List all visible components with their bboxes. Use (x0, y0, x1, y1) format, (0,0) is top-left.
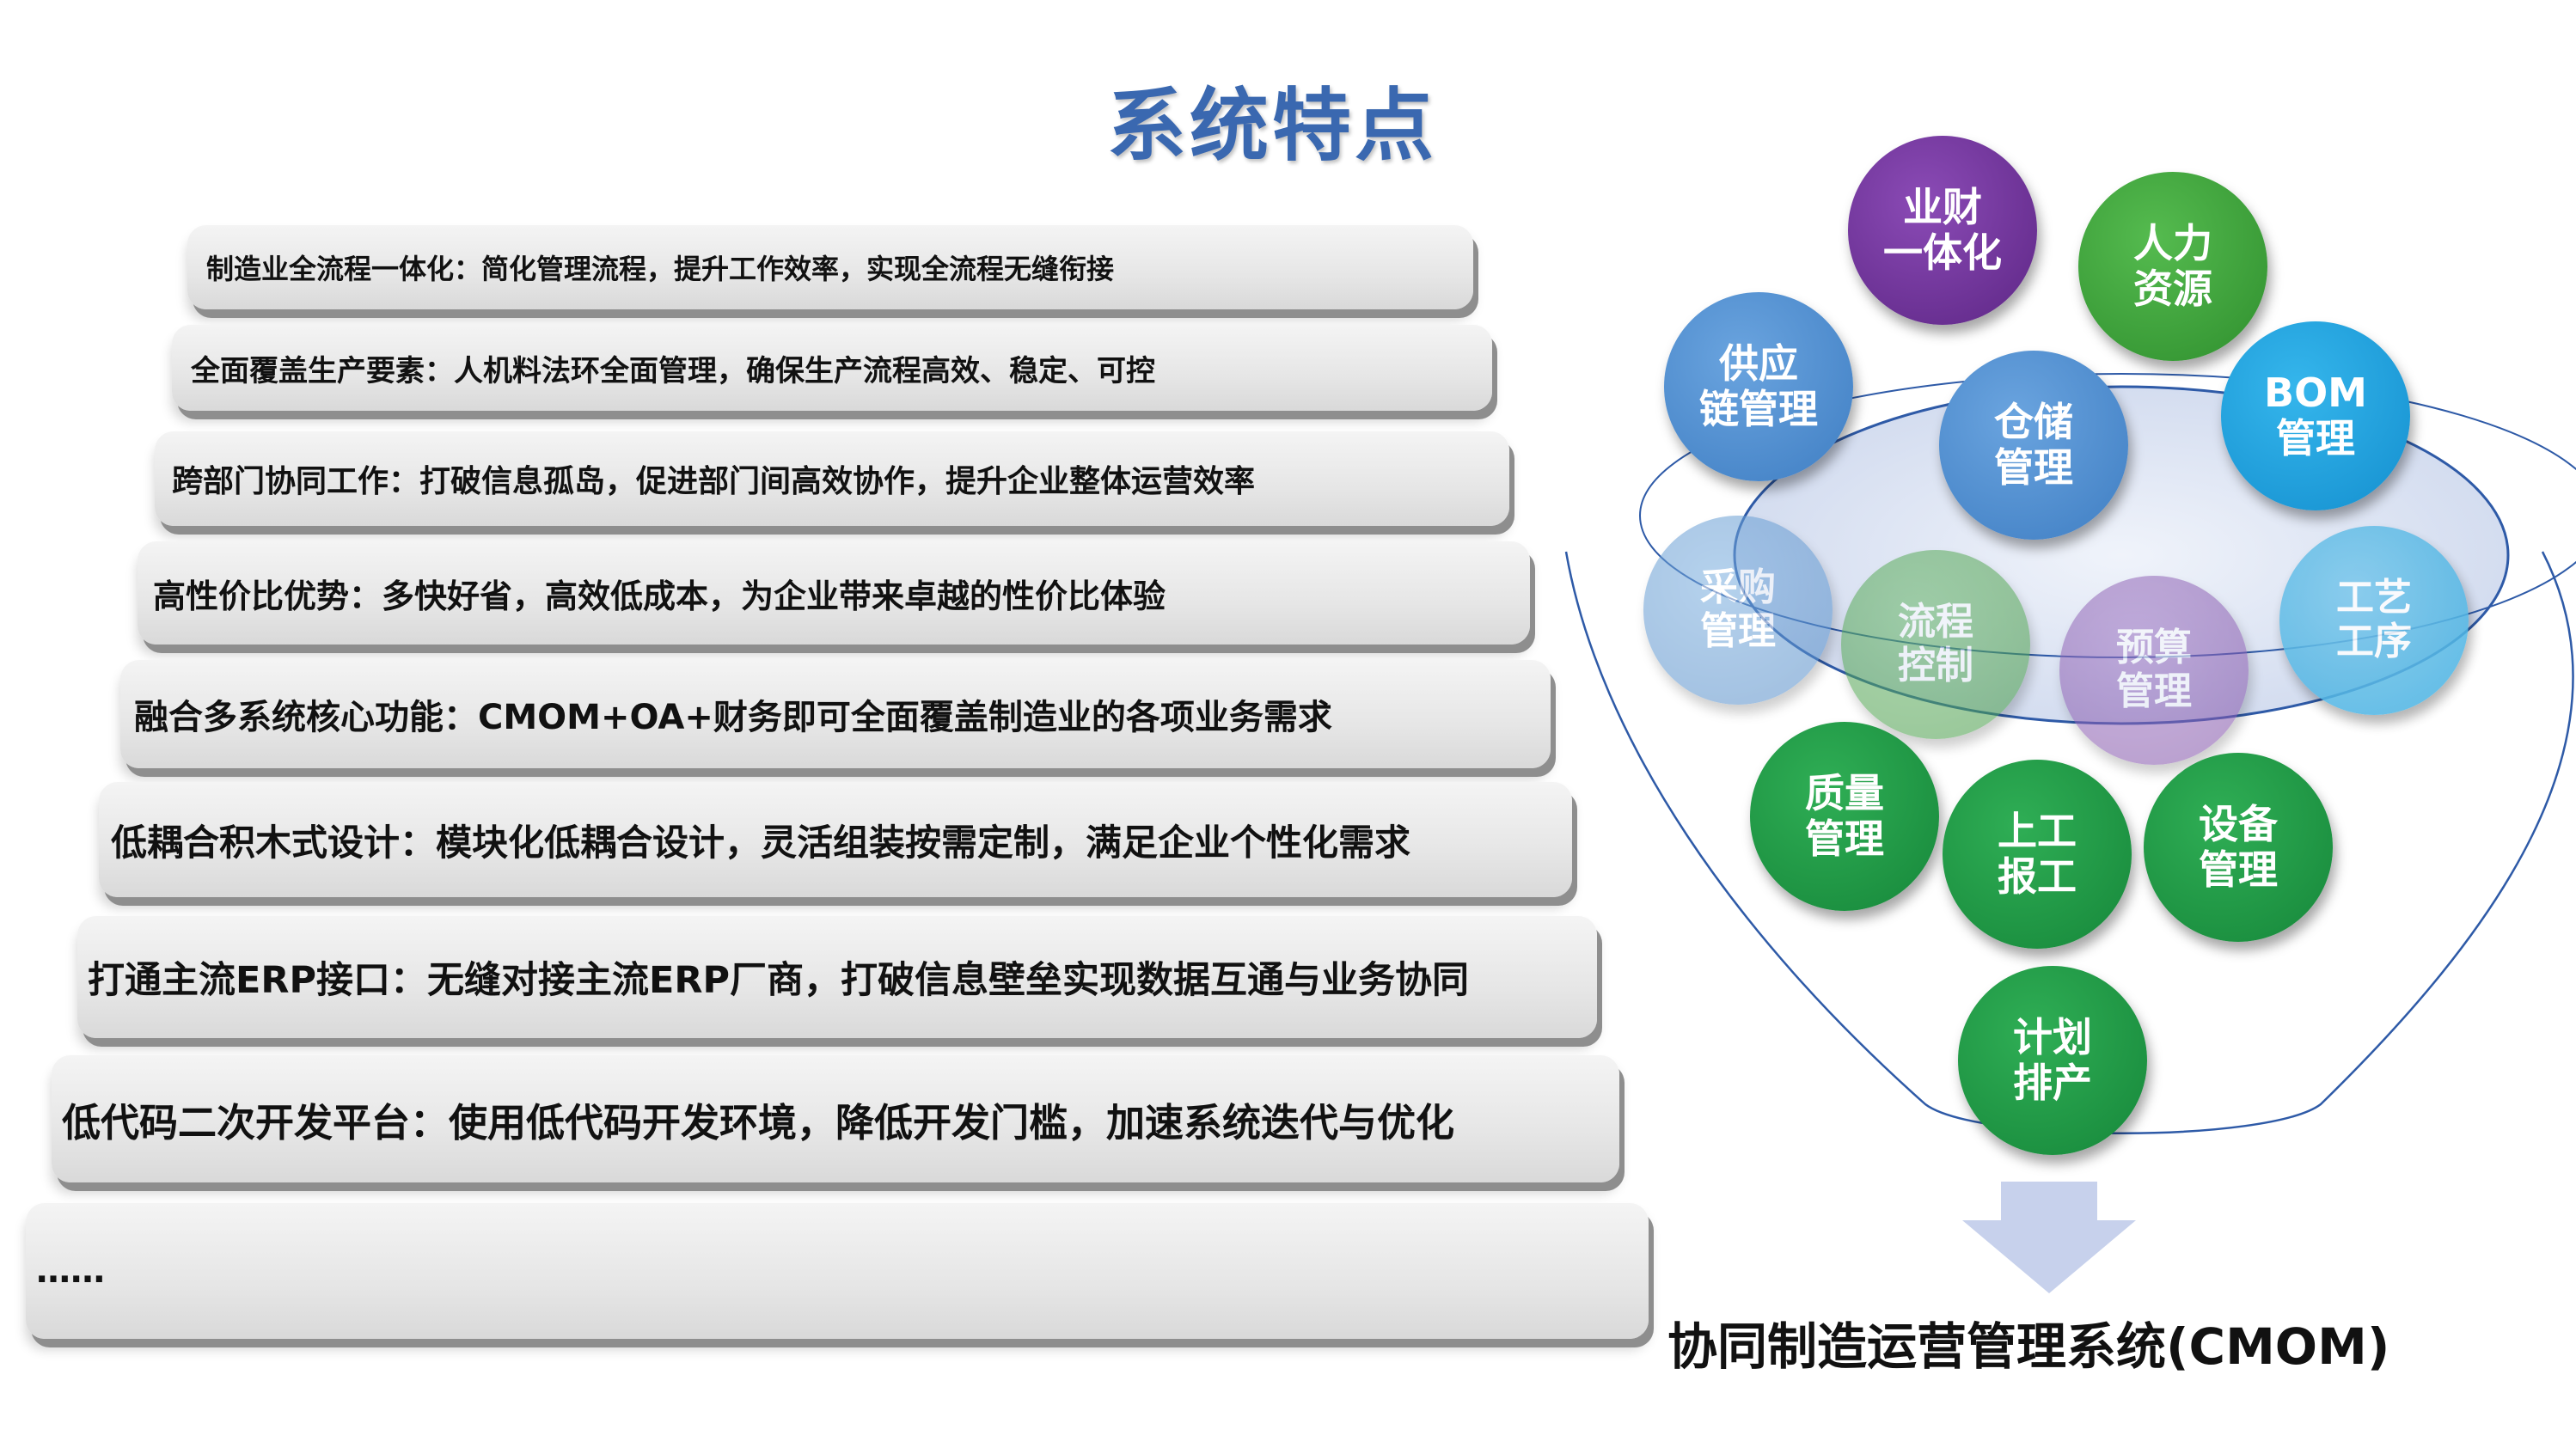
feature-bar: 跨部门协同工作：打破信息孤岛，促进部门间高效协作，提升企业整体运营效率 (155, 431, 1509, 526)
feature-text: 制造业全流程一体化：简化管理流程，提升工作效率，实现全流程无缝衔接 (206, 253, 1115, 285)
module-jihua: 计划 排产 (1958, 966, 2147, 1155)
feature-bar: 打通主流ERP接口：无缝对接主流ERP厂商，打破信息壁垒实现数据互通与业务协同 (77, 916, 1597, 1038)
feature-bar: 低代码二次开发平台：使用低代码开发环境，降低开发门槛，加速系统迭代与优化 (52, 1055, 1619, 1182)
down-arrow-icon (1962, 1182, 2136, 1293)
feature-text: 低耦合积木式设计：模块化低耦合设计，灵活组装按需定制，满足企业个性化需求 (111, 821, 1411, 864)
feature-bar: 全面覆盖生产要素：人机料法环全面管理，确保生产流程高效、稳定、可控 (172, 325, 1492, 411)
page-title: 系统特点 (1106, 80, 1437, 172)
module-shebei: 设备 管理 (2144, 753, 2333, 942)
module-yecai: 业财 一体化 (1848, 136, 2037, 325)
feature-text: 全面覆盖生产要素：人机料法环全面管理，确保生产流程高效、稳定、可控 (191, 353, 1155, 388)
module-renli: 人力 资源 (2078, 172, 2267, 361)
funnel-body (1564, 551, 2574, 1134)
module-cangchu: 仓储 管理 (1939, 351, 2128, 540)
feature-text: …… (36, 1251, 105, 1291)
module-liucheng: 流程 控制 (1841, 550, 2030, 739)
module-shanggong: 上工 报工 (1943, 760, 2132, 949)
module-gongyi: 工艺 工序 (2279, 526, 2469, 715)
module-bom: BOM 管理 (2221, 321, 2410, 510)
feature-text: 低代码二次开发平台：使用低代码开发环境，降低开发门槛，加速系统迭代与优化 (62, 1099, 1455, 1146)
module-yusuan: 预算 管理 (2059, 576, 2249, 765)
module-caigou: 采购 管理 (1643, 516, 1833, 705)
feature-text: 跨部门协同工作：打破信息孤岛，促进部门间高效协作，提升企业整体运营效率 (172, 464, 1256, 499)
feature-text: 打通主流ERP接口：无缝对接主流ERP厂商，打破信息壁垒实现数据互通与业务协同 (88, 959, 1469, 1002)
feature-bar: 低耦合积木式设计：模块化低耦合设计，灵活组装按需定制，满足企业个性化需求 (99, 782, 1572, 897)
module-zhiliang: 质量 管理 (1750, 722, 1939, 911)
feature-bar: 制造业全流程一体化：简化管理流程，提升工作效率，实现全流程无缝衔接 (187, 225, 1473, 309)
module-gongying: 供应 链管理 (1664, 292, 1853, 481)
feature-bar: 融合多系统核心功能：CMOM+OA+财务即可全面覆盖制造业的各项业务需求 (120, 660, 1551, 768)
feature-text: 高性价比优势：多快好省，高效低成本，为企业带来卓越的性价比体验 (153, 577, 1166, 615)
system-caption: 协同制造运营管理系统(CMOM) (1667, 1317, 2390, 1376)
feature-text: 融合多系统核心功能：CMOM+OA+财务即可全面覆盖制造业的各项业务需求 (134, 698, 1332, 737)
feature-bar: …… (26, 1203, 1649, 1339)
feature-bar: 高性价比优势：多快好省，高效低成本，为企业带来卓越的性价比体验 (138, 541, 1530, 645)
